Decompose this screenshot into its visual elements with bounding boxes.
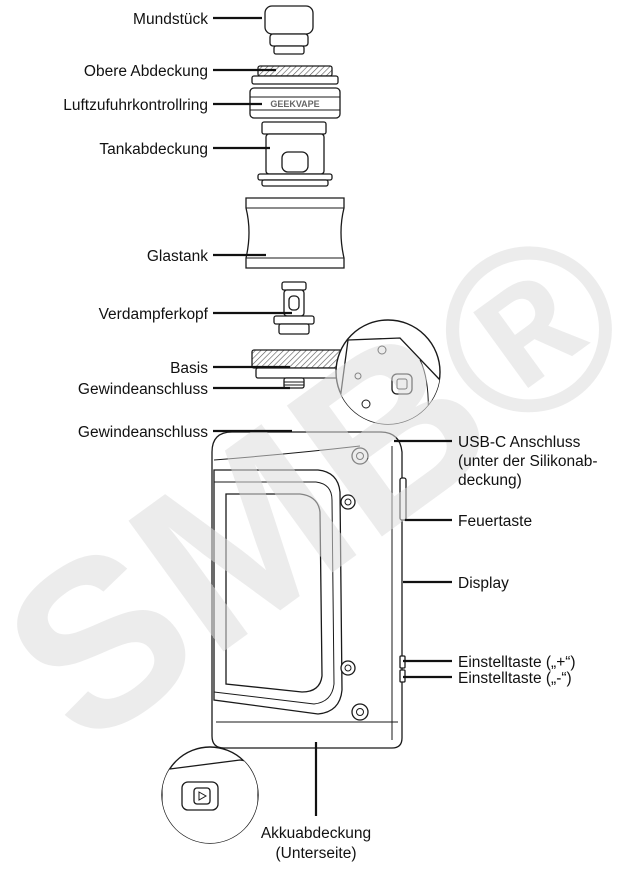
label-adjust-plus: Einstelltaste („+“) <box>458 654 576 671</box>
label-fire-button: Feuertaste <box>458 513 532 530</box>
label-display: Display <box>458 575 509 592</box>
coil <box>273 281 315 335</box>
label-battery-line2: (Unterseite) <box>276 845 357 862</box>
label-usb-line2: (unter der Silikonab- <box>458 453 598 470</box>
battery-detail-inset <box>161 746 259 844</box>
label-base: Basis <box>170 360 208 377</box>
label-thread-atomizer: Gewindeanschluss <box>78 381 208 398</box>
mod-body <box>211 431 407 749</box>
label-top-cap: Obere Abdeckung <box>84 63 208 80</box>
mouthpiece <box>264 5 314 55</box>
label-coil: Verdampferkopf <box>99 306 209 323</box>
glass-tank <box>245 197 345 269</box>
leader-lines <box>213 16 452 816</box>
label-tank-cover: Tankabdeckung <box>99 141 208 158</box>
label-airflow-ring: Luftzufuhrkontrollring <box>63 97 208 114</box>
airflow-ring: GEEKVAPE <box>249 87 341 119</box>
label-battery-line1: Akkuabdeckung <box>261 825 371 842</box>
label-usb-line1: USB-C Anschluss <box>458 434 581 451</box>
label-mouthpiece: Mundstück <box>133 11 208 28</box>
label-adjust-minus: Einstelltaste („-“) <box>458 670 572 687</box>
device-brand-text: GEEKVAPE <box>270 99 319 109</box>
tank-cover <box>257 121 333 187</box>
label-usb-line3: deckung) <box>458 472 522 489</box>
label-thread-mod: Gewindeanschluss <box>78 424 208 441</box>
label-glass-tank: Glastank <box>147 248 208 265</box>
top-cap <box>251 65 339 85</box>
usb-detail-inset <box>335 319 441 425</box>
